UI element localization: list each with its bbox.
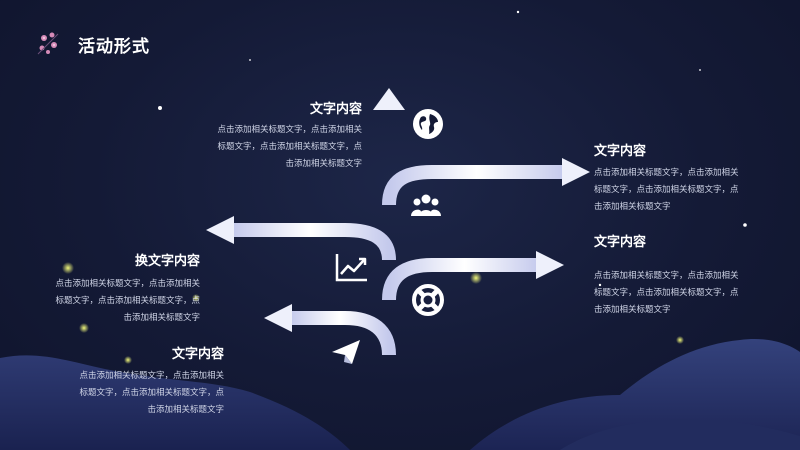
- section-text-right-lower: 点击添加相关标题文字，点击添加相关标题文字，点击添加相关标题文字，点击添加相关标…: [594, 271, 739, 315]
- fireflies: [49, 262, 684, 398]
- section-text-right-upper: 点击添加相关标题文字，点击添加相关标题文字，点击添加相关标题文字，点击添加相关标…: [594, 168, 739, 212]
- section-text-left-middle: 点击添加相关标题文字，点击添加相关标题文字，点击添加相关标题文字，点击添加相关标…: [55, 279, 200, 323]
- line-chart-icon: [335, 252, 367, 284]
- section-heading-right-lower: 文字内容: [594, 235, 647, 250]
- section-heading-top: 文字内容: [309, 102, 362, 117]
- section-heading-left-middle: 换文字内容: [134, 254, 200, 269]
- lifebuoy-icon: [412, 284, 444, 316]
- star-sparkles: [158, 10, 747, 287]
- section-heading-left-lower: 文字内容: [171, 347, 224, 362]
- left-hill: [0, 355, 350, 450]
- flower-logo-icon: [34, 28, 64, 58]
- globe-icon: [412, 108, 444, 140]
- paper-plane-icon: [330, 336, 362, 368]
- people-icon: [410, 190, 442, 222]
- section-text-top: 点击添加相关标题文字，点击添加相关标题文字，点击添加相关标题文字，点击添加相关标…: [217, 125, 362, 169]
- section-text-left-lower: 点击添加相关标题文字，点击添加相关标题文字，点击添加相关标题文字，点击添加相关标…: [79, 371, 224, 415]
- slide-title: 活动形式: [78, 37, 150, 57]
- section-heading-right-upper: 文字内容: [594, 144, 647, 159]
